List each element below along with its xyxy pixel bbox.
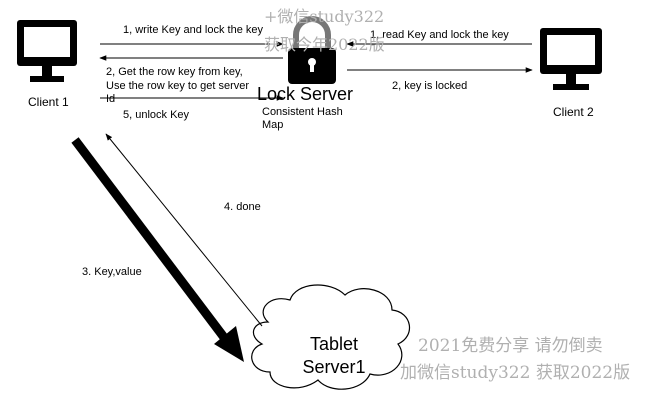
edge-done-label: 4. done — [224, 201, 261, 213]
watermark-top-2: 获取今年2022版 — [264, 35, 385, 54]
client1-monitor-icon — [17, 20, 77, 82]
lock-icon — [288, 16, 336, 84]
client1-label: Client 1 — [28, 95, 69, 109]
edge-get-row-key-label-1: 2, Get the row key from key, — [106, 66, 243, 78]
lock-server-label: Lock Server — [257, 84, 353, 104]
edge-read-lock-label: 1, read Key and lock the key — [370, 29, 509, 41]
edge-get-row-key-label-3: Id — [106, 93, 115, 105]
watermark-top-1: +微信study322 — [264, 7, 384, 26]
watermark-bottom-2: 加微信study322 获取2022版 — [400, 363, 630, 383]
lock-server-sublabel-2: Map — [262, 119, 283, 131]
watermark-bottom-1: 2021免费分享 请勿倒卖 — [418, 336, 603, 356]
edge-write-lock-label: 1, write Key and lock the key — [123, 24, 264, 36]
client2-label: Client 2 — [553, 105, 594, 119]
client2-monitor-icon — [540, 28, 602, 90]
tablet-server-label-1: Tablet — [310, 334, 358, 354]
lock-server-sublabel-1: Consistent Hash — [262, 106, 343, 118]
edge-key-value-arrowhead — [214, 326, 244, 362]
tablet-server-cloud — [251, 284, 411, 390]
edge-key-value-label: 3. Key,value — [82, 266, 142, 278]
edge-done — [105, 133, 263, 327]
edge-unlock-label: 5, unlock Key — [123, 109, 190, 121]
edge-get-row-key-label-2: Use the row key to get server — [106, 80, 249, 92]
tablet-server-label-2: Server1 — [302, 357, 365, 377]
edge-key-locked-label: 2, key is locked — [392, 80, 467, 92]
edge-key-value — [71, 137, 230, 343]
